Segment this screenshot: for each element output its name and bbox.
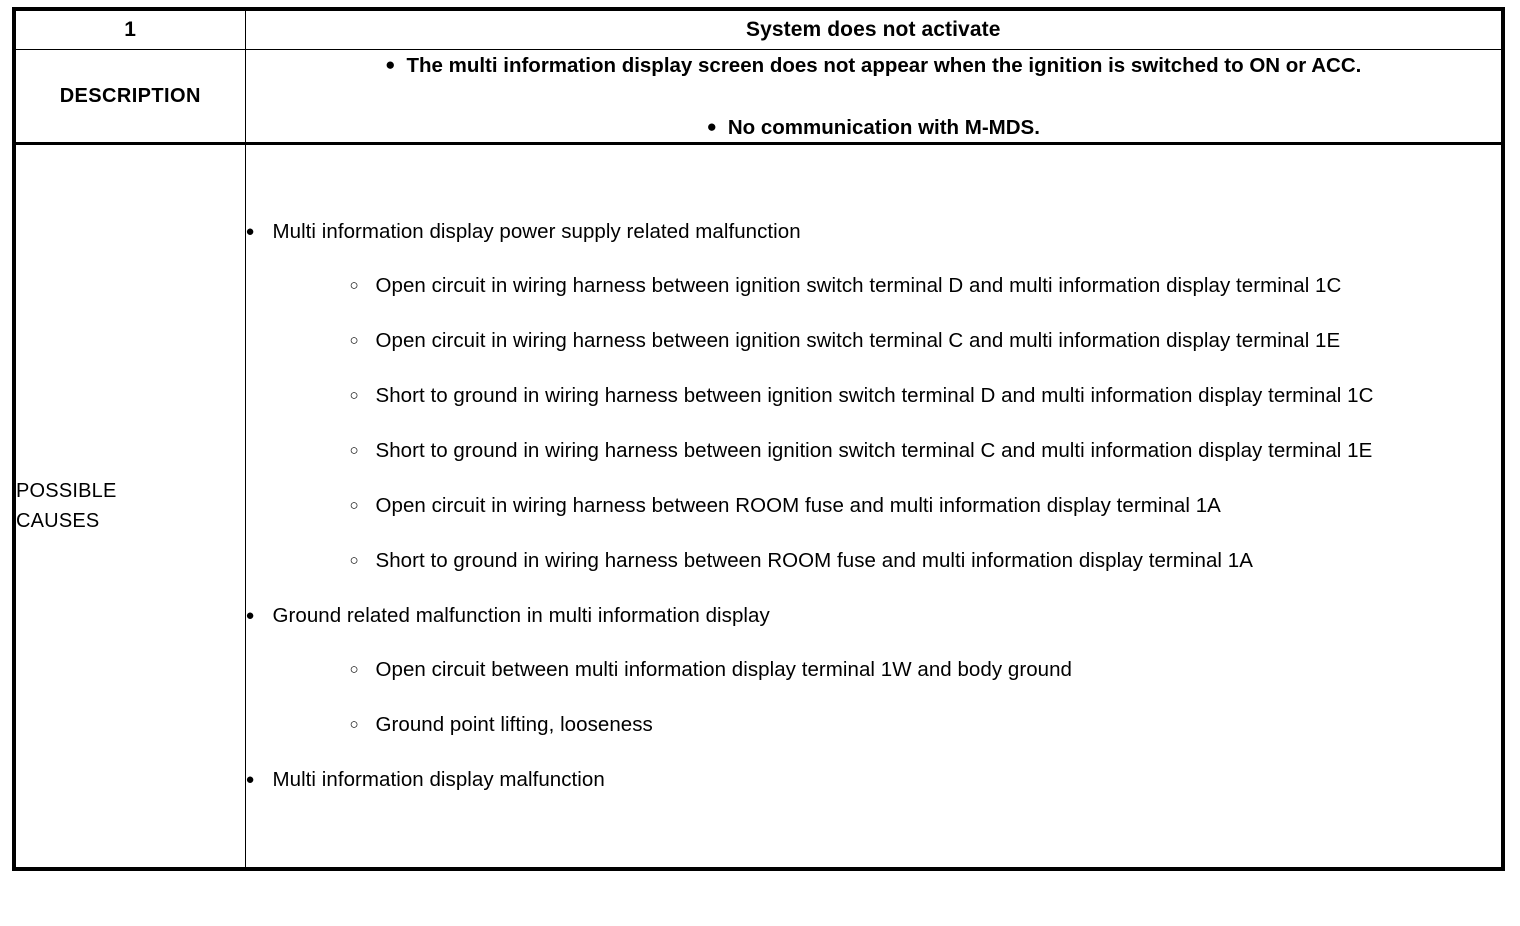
possible-causes-label: POSSIBLE CAUSES xyxy=(13,143,246,870)
bullet-hollow-icon: ○ xyxy=(349,387,359,404)
sub-list-item-label: Open circuit between multi information d… xyxy=(375,658,1072,681)
bullet-filled-icon: ● xyxy=(245,223,255,240)
possible-causes-list: ● Multi information display power supply… xyxy=(246,217,1502,795)
bullet-filled-icon: ● xyxy=(245,607,255,624)
list-item: ○ Open circuit in wiring harness between… xyxy=(350,491,1502,521)
list-item: ● Multi information display power supply… xyxy=(246,217,1502,576)
dtc-number-cell: 1 xyxy=(13,8,246,50)
description-item: ● No communication with M-MDS. xyxy=(246,112,1502,142)
list-item: ● Multi information display malfunction xyxy=(246,765,1502,795)
bullet-hollow-icon: ○ xyxy=(349,442,359,459)
possible-causes-label-line2: CAUSES xyxy=(16,510,100,532)
table-row-description: DESCRIPTION ● The multi information displ… xyxy=(13,49,1504,145)
list-item: ○ Short to ground in wiring harness betw… xyxy=(350,381,1502,411)
list-item: ○ Ground point lifting, looseness xyxy=(350,710,1502,740)
list-item-label: Multi information display malfunction xyxy=(272,768,605,791)
list-item: ○ Short to ground in wiring harness betw… xyxy=(350,436,1502,466)
list-item: ○ Short to ground in wiring harness betw… xyxy=(350,546,1502,576)
list-item-label: Ground related malfunction in multi info… xyxy=(272,604,770,627)
possible-causes-content: ● Multi information display power supply… xyxy=(244,143,1504,870)
bullet-filled-icon: ● xyxy=(706,117,717,136)
sub-list-item-label: Short to ground in wiring harness betwee… xyxy=(375,549,1253,572)
description-content: ● The multi information display screen do… xyxy=(244,49,1504,145)
bullet-hollow-icon: ○ xyxy=(349,552,359,569)
bullet-hollow-icon: ○ xyxy=(349,661,359,678)
list-item: ○ Open circuit in wiring harness between… xyxy=(350,326,1502,356)
bullet-hollow-icon: ○ xyxy=(349,497,359,514)
possible-causes-label-line1: POSSIBLE xyxy=(16,480,117,502)
sub-list: ○ Open circuit in wiring harness between… xyxy=(273,271,1502,576)
list-item-label: Multi information display power supply r… xyxy=(272,220,801,243)
list-item: ○ Open circuit in wiring harness between… xyxy=(350,271,1502,301)
sub-list-item-label: Open circuit in wiring harness between i… xyxy=(375,274,1342,297)
sub-list-item-label: Open circuit in wiring harness between i… xyxy=(375,329,1341,352)
bullet-filled-icon: ● xyxy=(385,55,396,74)
sub-list-item-label: Short to ground in wiring harness betwee… xyxy=(375,439,1373,462)
bullet-filled-icon: ● xyxy=(245,771,255,788)
description-item-text: The multi information display screen doe… xyxy=(406,54,1362,77)
bullet-hollow-icon: ○ xyxy=(349,332,359,349)
dtc-title-cell: System does not activate xyxy=(244,8,1504,50)
sub-list-item-label: Short to ground in wiring harness betwee… xyxy=(375,384,1374,407)
description-item: ● The multi information display screen do… xyxy=(246,50,1502,80)
bullet-hollow-icon: ○ xyxy=(349,716,359,733)
sub-list-item-label: Open circuit in wiring harness between R… xyxy=(375,494,1221,517)
table-row-possible-causes: POSSIBLE CAUSES ● Multi information disp… xyxy=(13,143,1504,870)
table-row-header: 1 System does not activate xyxy=(13,8,1504,50)
bullet-hollow-icon: ○ xyxy=(349,277,359,294)
sub-list: ○ Open circuit between multi information… xyxy=(273,655,1502,740)
description-item-text: No communication with M-MDS. xyxy=(727,116,1040,139)
list-item: ● Ground related malfunction in multi in… xyxy=(246,601,1502,740)
dtc-troubleshooting-table: 1 System does not activate DESCRIPTION ●… xyxy=(12,7,1505,871)
description-label: DESCRIPTION xyxy=(13,49,246,145)
list-item: ○ Open circuit between multi information… xyxy=(350,655,1502,685)
sub-list-item-label: Ground point lifting, looseness xyxy=(375,713,653,736)
